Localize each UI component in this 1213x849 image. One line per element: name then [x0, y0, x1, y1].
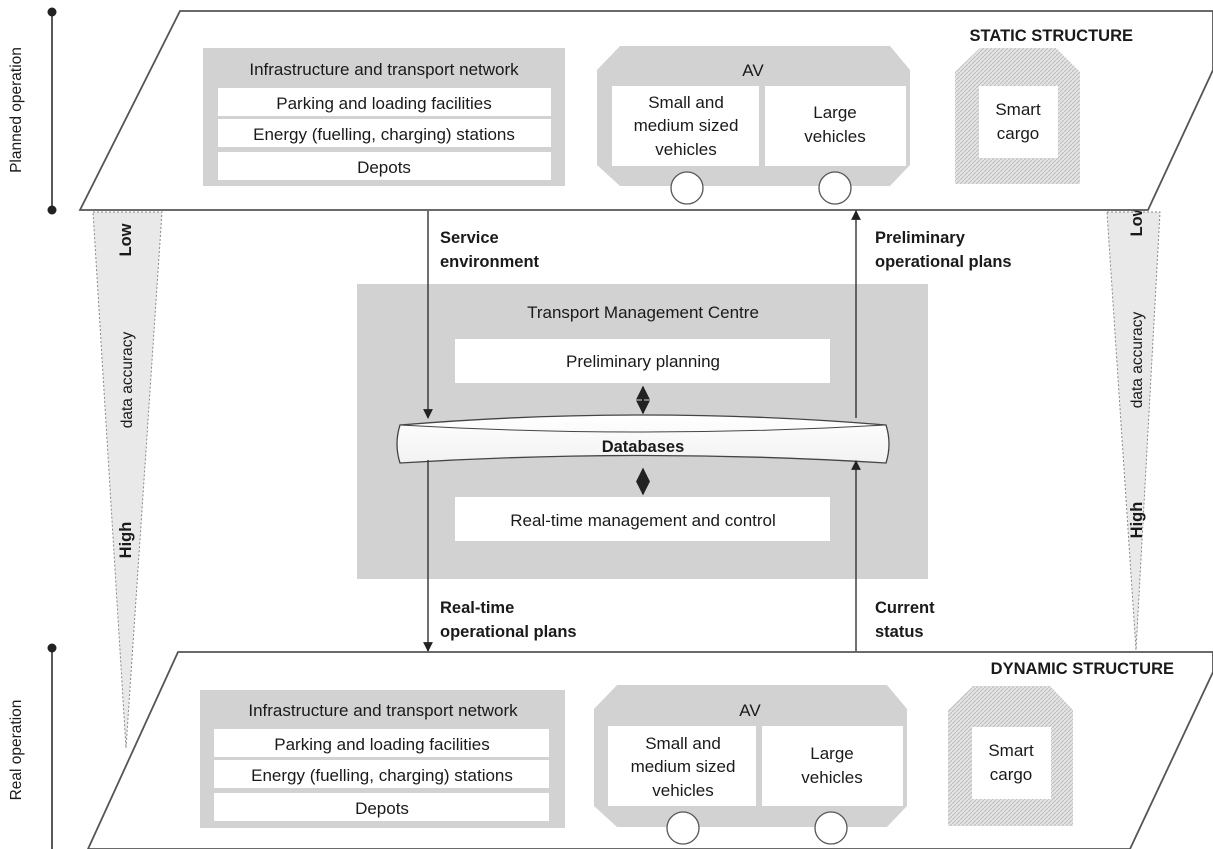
left-axis-top [47, 7, 57, 215]
av-panel-bottom: AV Small and medium sized vehicles Large… [594, 685, 907, 845]
av-small-line3-bottom: vehicles [652, 781, 713, 800]
av-small-line3: vehicles [655, 140, 716, 159]
databases-cylinder: Databases [396, 414, 890, 464]
infrastructure-panel-bottom: Infrastructure and transport network Par… [200, 690, 565, 828]
prelim-plans-line2: operational plans [875, 253, 1012, 271]
cargo-line2-bottom: cargo [990, 765, 1033, 784]
accuracy-high-right: High [1128, 502, 1146, 539]
smart-cargo-top: Smart cargo [955, 48, 1080, 184]
cargo-line2: cargo [997, 124, 1040, 143]
infrastructure-title-bottom: Infrastructure and transport network [248, 701, 518, 720]
accuracy-wedge-right [1106, 211, 1161, 651]
infra-item-parking: Parking and loading facilities [276, 94, 491, 113]
av-large-line1-bottom: Large [810, 744, 853, 763]
infrastructure-title: Infrastructure and transport network [249, 60, 519, 79]
tmc-title: Transport Management Centre [527, 303, 759, 322]
realtime-plans-line2: operational plans [440, 623, 577, 641]
planned-operation-label: Planned operation [8, 47, 25, 173]
wheel-left [670, 171, 704, 205]
current-status-line1: Current [875, 599, 935, 617]
av-small-line1-bottom: Small and [645, 734, 721, 753]
smart-cargo-bottom: Smart cargo [948, 686, 1073, 826]
realtime-management-label: Real-time management and control [510, 511, 776, 530]
av-title-bottom: AV [739, 701, 761, 720]
infra-item-energy-bottom: Energy (fuelling, charging) stations [251, 766, 513, 785]
cargo-line1: Smart [995, 100, 1041, 119]
av-large-line2: vehicles [804, 127, 865, 146]
av-title: AV [742, 61, 764, 80]
databases-label: Databases [602, 438, 685, 456]
accuracy-label-left: data accuracy [119, 332, 136, 429]
accuracy-low-right: Low [1128, 203, 1146, 236]
left-axis-bottom [47, 643, 57, 849]
av-large-line1: Large [813, 103, 856, 122]
av-small-line2: medium sized [634, 116, 739, 135]
accuracy-wedge-left [92, 211, 163, 749]
dynamic-structure-title: DYNAMIC STRUCTURE [991, 660, 1174, 678]
realtime-plans-line1: Real-time [440, 599, 514, 617]
static-structure-title: STATIC STRUCTURE [970, 27, 1133, 45]
av-panel-top: AV Small and medium sized vehicles Large… [597, 46, 910, 205]
preliminary-planning-label: Preliminary planning [566, 352, 720, 371]
cargo-line1-bottom: Smart [988, 741, 1034, 760]
infra-item-depots: Depots [357, 158, 411, 177]
infra-item-energy: Energy (fuelling, charging) stations [253, 125, 515, 144]
av-large-line2-bottom: vehicles [801, 768, 862, 787]
service-env-line1: Service [440, 229, 499, 247]
real-operation-label: Real operation [8, 700, 25, 801]
av-small-line1: Small and [648, 93, 724, 112]
wheel-right [818, 171, 852, 205]
prelim-plans-line1: Preliminary [875, 229, 966, 247]
accuracy-high-left: High [117, 522, 135, 559]
infra-item-parking-bottom: Parking and loading facilities [274, 735, 489, 754]
accuracy-low-left: Low [117, 223, 135, 256]
wheel-right-bottom [814, 811, 848, 845]
infra-item-depots-bottom: Depots [355, 799, 409, 818]
av-small-line2-bottom: medium sized [631, 757, 736, 776]
service-env-line2: environment [440, 253, 540, 271]
wheel-left-bottom [666, 811, 700, 845]
accuracy-label-right: data accuracy [1129, 312, 1146, 409]
current-status-line2: status [875, 623, 924, 641]
infrastructure-panel-top: Infrastructure and transport network Par… [203, 48, 565, 186]
